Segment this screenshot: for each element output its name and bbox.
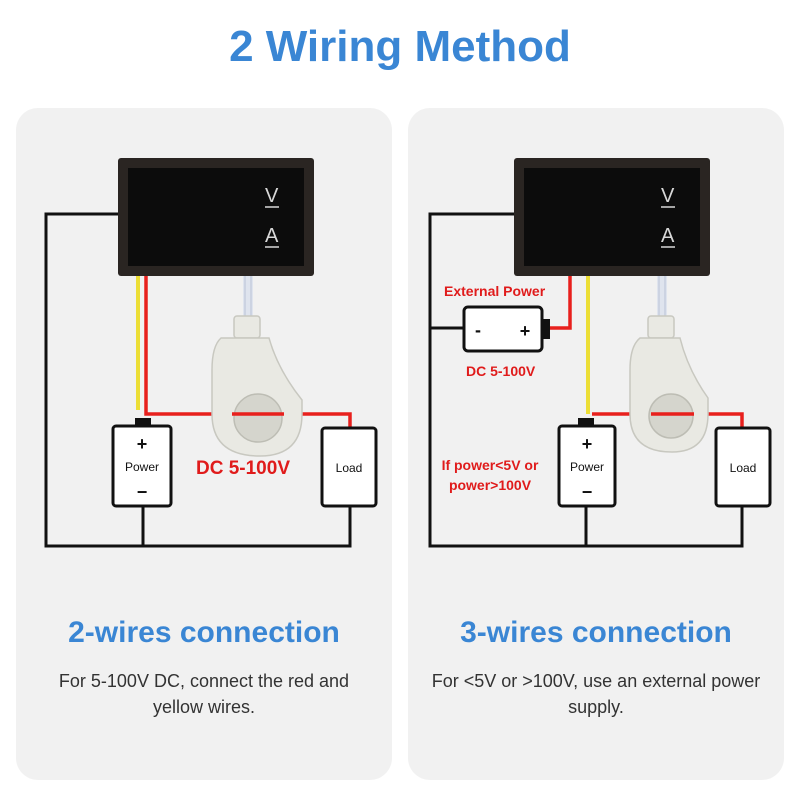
three-wire-title: 3-wires connection <box>460 616 732 649</box>
meter-display: V A <box>514 158 710 276</box>
red-wire-external <box>548 276 572 330</box>
battery-voltage-label: DC 5-100V <box>466 363 536 379</box>
power-minus: − <box>137 482 148 502</box>
battery-minus: - <box>475 320 481 340</box>
amp-label: A <box>265 225 279 247</box>
condition-line-1: If power<5V or <box>442 457 539 473</box>
three-wire-panel: V A - + External Power DC 5-100V + Power <box>408 108 784 780</box>
two-wire-title: 2-wires connection <box>68 616 340 649</box>
power-plus: + <box>582 434 593 454</box>
meter-display: V A <box>118 158 314 276</box>
three-wire-diagram: V A - + External Power DC 5-100V + Power <box>428 158 772 548</box>
two-wire-diagram: V A + Power − Load DC 5-100V <box>44 158 378 548</box>
condition-line-2: power>100V <box>449 477 532 493</box>
load: Load <box>320 426 378 508</box>
power-label: Power <box>570 460 604 474</box>
battery-plus: + <box>520 321 531 341</box>
current-sensor <box>211 315 303 457</box>
volt-label: V <box>661 185 675 207</box>
load-label: Load <box>336 461 363 475</box>
power-label: Power <box>125 460 159 474</box>
power-minus: − <box>582 482 593 502</box>
external-battery: - + <box>462 305 550 353</box>
page-title: 2 Wiring Method <box>229 22 571 71</box>
power-source: + Power − <box>557 418 617 508</box>
power-plus: + <box>137 434 148 454</box>
black-wire-loop <box>44 212 352 548</box>
black-wire-loop <box>428 212 744 548</box>
external-power-label: External Power <box>444 283 546 299</box>
load: Load <box>714 426 772 508</box>
voltage-label: DC 5-100V <box>196 458 290 479</box>
three-wire-description: For <5V or >100V, use an external power … <box>431 671 761 717</box>
current-sensor <box>629 315 709 453</box>
two-wire-description: For 5-100V DC, connect the red and yello… <box>58 671 350 717</box>
amp-label: A <box>661 225 675 247</box>
volt-label: V <box>265 185 279 207</box>
two-wire-panel: V A + Power − Load DC 5-100V 2-wires con… <box>16 108 392 780</box>
power-source: + Power − <box>111 418 173 508</box>
load-label: Load <box>730 461 757 475</box>
